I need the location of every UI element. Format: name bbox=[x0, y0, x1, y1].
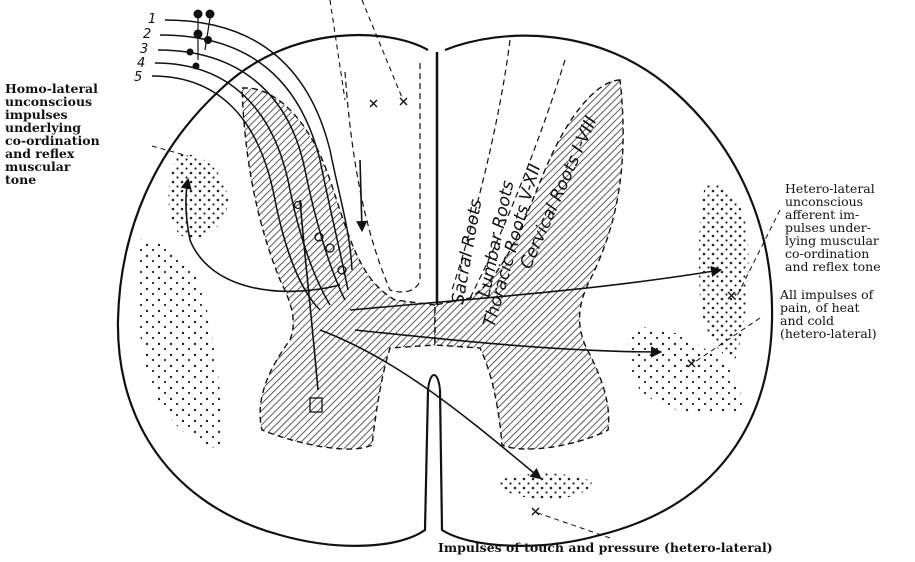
tract-homo-lateral bbox=[168, 154, 228, 238]
path-descending bbox=[360, 160, 362, 230]
root-number: 4 bbox=[137, 56, 145, 71]
dashed-fibre bbox=[362, 0, 403, 100]
label-touch-pressure: Impulses of touch and pressure (hetero-l… bbox=[438, 541, 773, 554]
root-number: 3 bbox=[140, 42, 148, 57]
median-fissure bbox=[428, 375, 440, 390]
label-hetero-lateral: Hetero-lateral unconscious afferent im- … bbox=[785, 182, 881, 273]
tract-left-lateral bbox=[137, 239, 221, 450]
root-number: 5 bbox=[134, 70, 142, 85]
root-number: 2 bbox=[143, 27, 151, 42]
pointer-touch bbox=[535, 512, 610, 538]
label-homo-lateral: Homo-lateral unconscious impulses underl… bbox=[5, 82, 100, 186]
tract-touch-pressure bbox=[500, 473, 592, 499]
label-pain-heat-cold: All impulses of pain, of heat and cold (… bbox=[780, 288, 877, 340]
root-number: 1 bbox=[148, 12, 156, 27]
dashed-fibre bbox=[330, 0, 345, 100]
cord-outline bbox=[118, 35, 772, 546]
